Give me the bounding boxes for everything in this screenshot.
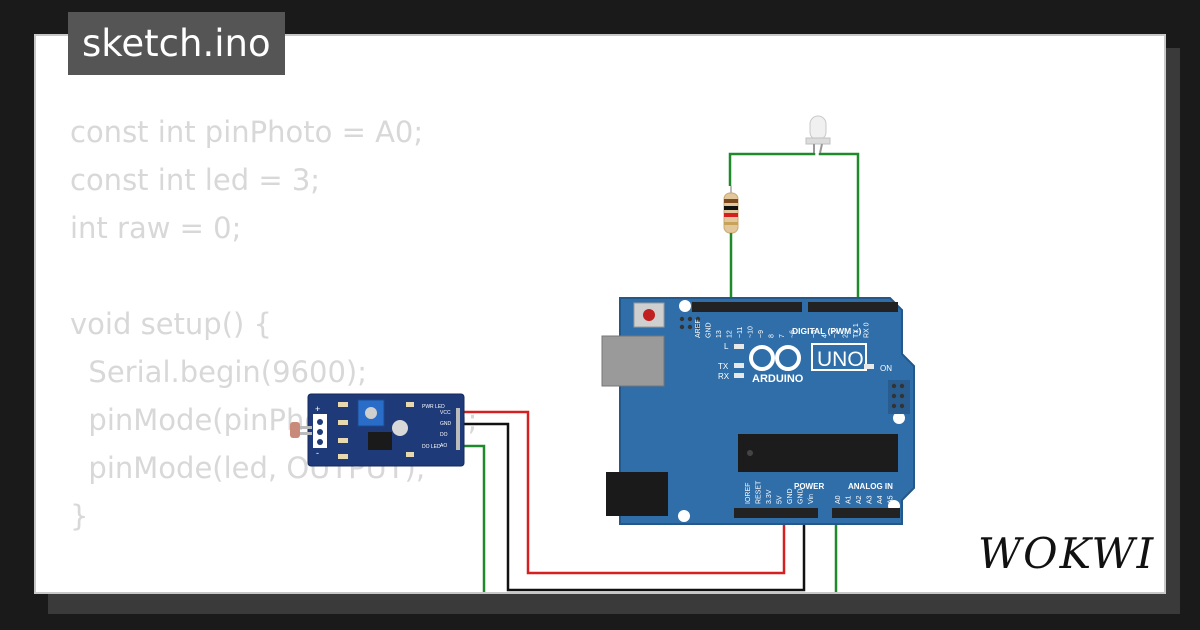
- resistor-component[interactable]: [723, 186, 739, 234]
- sensor-pin-label: DO: [440, 432, 448, 438]
- power-pin-label: RESET: [756, 480, 763, 504]
- power-pin-label: GND: [787, 488, 794, 504]
- digital-pin-label: TX 1: [853, 323, 860, 338]
- sensor-do-led-label: DO LED: [422, 444, 441, 450]
- analog-pin-label: A4: [877, 495, 884, 504]
- tx-led-label: TX: [718, 362, 729, 371]
- on-led-label: ON: [880, 364, 892, 373]
- digital-header-label: DIGITAL (PWM ~): [792, 326, 862, 336]
- digital-pin-label: ~9: [758, 330, 765, 338]
- sensor-pin-label: AO: [440, 443, 447, 449]
- digital-pin-label: 12: [727, 330, 734, 338]
- digital-pin-label: ~3: [832, 330, 839, 338]
- l-led-label: L: [724, 342, 729, 351]
- analog-pin-label: A5: [888, 495, 895, 504]
- digital-pin-label: 4: [822, 334, 829, 338]
- wire-vcc-5v[interactable]: [460, 410, 786, 575]
- analog-pin-label: A2: [856, 495, 863, 504]
- svg-text:WOKWI: WOKWI: [978, 529, 1155, 578]
- digital-pin-label: 7: [779, 334, 786, 338]
- power-pin-label: Vin: [808, 494, 815, 504]
- arduino-brand-label: ARDUINO: [752, 373, 804, 385]
- analog-pin-label: A0: [835, 495, 842, 504]
- power-pin-label: 3.3V: [766, 489, 773, 504]
- power-header-label: POWER: [794, 482, 824, 491]
- arduino-model-label: UNO: [817, 348, 864, 371]
- digital-pin-label: RX 0: [864, 322, 871, 338]
- photoresistor-sensor-module[interactable]: [290, 393, 465, 467]
- digital-pin-label: GND: [706, 322, 713, 338]
- sketch-title: sketch.ino: [68, 12, 285, 75]
- sensor-pin-label: VCC: [440, 410, 451, 416]
- digital-pin-label: 13: [716, 330, 723, 338]
- sensor-plus-label: +: [315, 404, 320, 414]
- power-pin-label: GND: [798, 488, 805, 504]
- code-line: Serial.begin(9600);: [70, 355, 368, 389]
- analog-pin-label: A1: [846, 495, 853, 504]
- power-pin-label: IOREF: [745, 483, 752, 504]
- analog-pin-label: A3: [867, 495, 874, 504]
- code-line: void setup() {: [70, 307, 272, 341]
- digital-pin-label: AREF: [695, 319, 702, 338]
- digital-pin-label: ~5: [811, 330, 818, 338]
- rx-led-label: RX: [718, 372, 730, 381]
- code-line: int raw = 0;: [70, 211, 242, 245]
- wire-led-pin3[interactable]: [818, 152, 860, 304]
- digital-pin-label: ~11: [737, 327, 744, 338]
- wire-do[interactable]: [460, 444, 486, 594]
- arduino-uno-board[interactable]: [601, 297, 915, 525]
- analog-header-label: ANALOG IN: [848, 482, 893, 491]
- sensor-pin-label: GND: [440, 421, 452, 427]
- digital-pin-label: ~10: [748, 326, 755, 338]
- digital-pin-label: 2: [843, 334, 850, 338]
- preview-card: const int pinPhoto = A0; const int led = …: [34, 34, 1166, 594]
- digital-pin-label: 8: [769, 334, 776, 338]
- power-pin-label: 5V: [777, 495, 784, 504]
- digital-pin-label: ~6: [790, 330, 797, 338]
- circuit-diagram: UNO ARDUINO DIGITAL (PWM ~) POWER ANALOG…: [290, 115, 915, 594]
- wokwi-logo: WOKWI: [978, 529, 1155, 578]
- sensor-pwr-led-label: PWR LED: [422, 404, 445, 410]
- code-line: const int led = 3;: [70, 163, 321, 197]
- code-line: const int pinPhoto = A0;: [70, 115, 424, 149]
- wire-led-resistor[interactable]: [728, 152, 816, 186]
- wire-gnd-gnd[interactable]: [460, 422, 806, 592]
- code-line: }: [70, 499, 89, 533]
- led-component[interactable]: [805, 115, 831, 154]
- sensor-minus-label: -: [316, 448, 319, 458]
